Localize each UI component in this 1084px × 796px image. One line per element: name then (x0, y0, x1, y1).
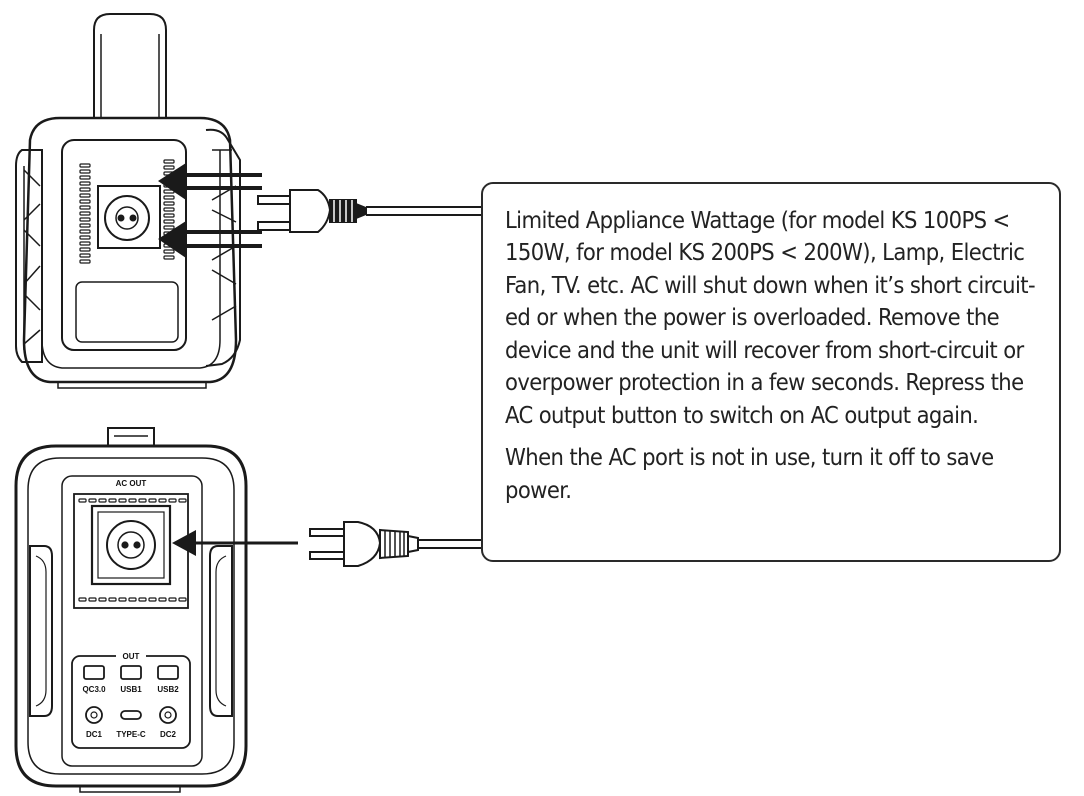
top-plug (257, 189, 367, 233)
vent-slot (79, 181, 91, 186)
vent-slot (163, 195, 175, 200)
ac-socket (106, 520, 156, 570)
vent-slot (98, 498, 107, 503)
ac-socket-frame (97, 185, 161, 249)
vent-slot (168, 597, 177, 602)
type-c-port (120, 710, 142, 720)
out-label: OUT (123, 652, 140, 661)
vent-slot (79, 175, 91, 180)
right-grip (205, 128, 241, 367)
vent-slot (79, 163, 91, 168)
bottom-left-grip (29, 545, 53, 717)
vent-slot (163, 165, 175, 170)
bottom-plug (309, 521, 419, 567)
vent-slot (163, 225, 175, 230)
bottom-body (14, 444, 248, 788)
vent-slot (79, 235, 91, 240)
vent-slot (163, 207, 175, 212)
vent-slot (168, 498, 177, 503)
vent-slot (158, 498, 167, 503)
dc2-port (159, 706, 177, 724)
bottom-right-grip (209, 545, 233, 717)
vent-slot (163, 201, 175, 206)
usb2-port (157, 665, 179, 680)
vent-slot (78, 498, 87, 503)
vent-slot (178, 597, 187, 602)
vent-slot (118, 498, 127, 503)
vent-slot (108, 597, 117, 602)
vent-slot (148, 498, 157, 503)
bottom-handle (107, 427, 155, 446)
vent-slot (79, 241, 91, 246)
vent-slot (79, 223, 91, 228)
vent-slot (138, 597, 147, 602)
vent-slot (163, 255, 175, 260)
bottom-panel-labels: AC OUT OUT QC3.0 USB1 USB2 DC1 TYPE-C DC… (82, 477, 179, 739)
vent-slot (163, 219, 175, 224)
top-cable (366, 206, 481, 216)
vent-slot (79, 205, 91, 210)
vent-slot (79, 229, 91, 234)
carry-handle (93, 13, 167, 118)
usb-label-usb1: USB1 (120, 685, 142, 694)
top-power-station (15, 13, 241, 389)
bottom-cable (418, 539, 481, 549)
vent-slot (79, 199, 91, 204)
dc-label-dc2: DC2 (160, 730, 177, 739)
insert-arrows-top (158, 163, 262, 258)
usb-qc30-port (83, 665, 105, 680)
vent-slot (78, 597, 87, 602)
dc1-port (85, 706, 103, 724)
unit-body (22, 116, 238, 384)
vent-slot (138, 498, 147, 503)
vent-slot (108, 498, 117, 503)
vent-slot (163, 213, 175, 218)
instruction-callout: Limited Appliance Wattage (for model KS … (481, 182, 1061, 562)
vent-slot (163, 249, 175, 254)
vent-slot (128, 498, 137, 503)
usb-label-usb2: USB2 (157, 685, 179, 694)
left-grip (15, 149, 43, 363)
vent-slot (148, 597, 157, 602)
dc-label-dc1: DC1 (86, 730, 103, 739)
bottom-front-panel (61, 475, 203, 767)
dc-label-type-c: TYPE-C (116, 730, 146, 739)
vent-slot (163, 159, 175, 164)
vent-slot (88, 498, 97, 503)
vent-slot (79, 247, 91, 252)
vent-slot (178, 498, 187, 503)
usb-label-qc30: QC3.0 (82, 685, 106, 694)
vent-slot (98, 597, 107, 602)
vent-slot (79, 211, 91, 216)
usb1-port (120, 665, 142, 680)
vent-slot (79, 253, 91, 258)
callout-paragraph-1: Limited Appliance Wattage (for model KS … (505, 206, 1036, 429)
vent-slot (88, 597, 97, 602)
vent-slot (79, 187, 91, 192)
ac-out-label: AC OUT (116, 479, 147, 488)
callout-paragraph-2: When the AC port is not in use, turn it … (505, 443, 994, 504)
vent-slot (128, 597, 137, 602)
vent-slot (158, 597, 167, 602)
vent-slot (118, 597, 127, 602)
vent-slot (79, 169, 91, 174)
vent-slot (79, 193, 91, 198)
vent-slot (79, 259, 91, 264)
vent-slot (79, 217, 91, 222)
insert-arrow-bottom (172, 530, 298, 556)
